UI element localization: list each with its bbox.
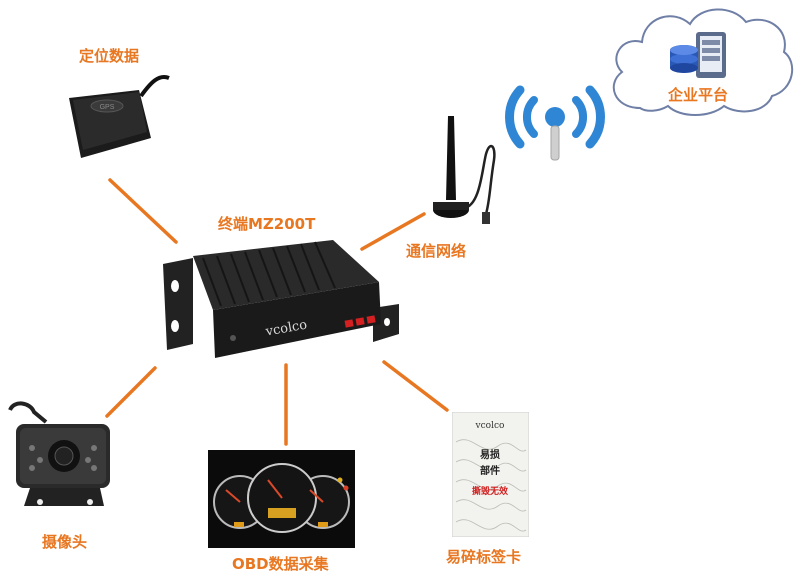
server-cloud-icon bbox=[670, 32, 726, 78]
terminal-device-icon: vcolco bbox=[163, 240, 399, 358]
svg-text:vcolco: vcolco bbox=[475, 421, 505, 431]
terminal-label: 终端MZ200T bbox=[218, 215, 316, 233]
dashboard-icon bbox=[208, 450, 355, 548]
svg-text:撕毁无效: 撕毁无效 bbox=[472, 485, 509, 497]
obd-label: OBD数据采集 bbox=[232, 555, 329, 573]
platform-label: 企业平台 bbox=[668, 86, 729, 104]
platform-cloud bbox=[612, 8, 793, 116]
gps-label: 定位数据 bbox=[79, 47, 140, 65]
fragile-label-icon: vcolco 易损 部件 撕毁无效 bbox=[452, 412, 529, 537]
comm-label: 通信网络 bbox=[406, 242, 467, 260]
cellular-antenna-icon bbox=[433, 116, 496, 224]
connector-comm bbox=[360, 212, 426, 251]
connector-seal bbox=[382, 360, 449, 412]
svg-text:vcolco: vcolco bbox=[264, 318, 309, 340]
wireless-signal-icon bbox=[505, 85, 605, 161]
camera-icon bbox=[8, 401, 110, 506]
svg-text:部件: 部件 bbox=[480, 464, 500, 477]
seal-label: 易碎标签卡 bbox=[446, 548, 522, 566]
camera-label: 摄像头 bbox=[42, 533, 88, 551]
svg-text:易损: 易损 bbox=[480, 448, 500, 461]
gps-antenna-icon: GPS bbox=[69, 75, 170, 158]
connector-camera bbox=[105, 366, 157, 418]
connector-gps bbox=[108, 178, 178, 244]
svg-text:GPS: GPS bbox=[100, 104, 115, 111]
